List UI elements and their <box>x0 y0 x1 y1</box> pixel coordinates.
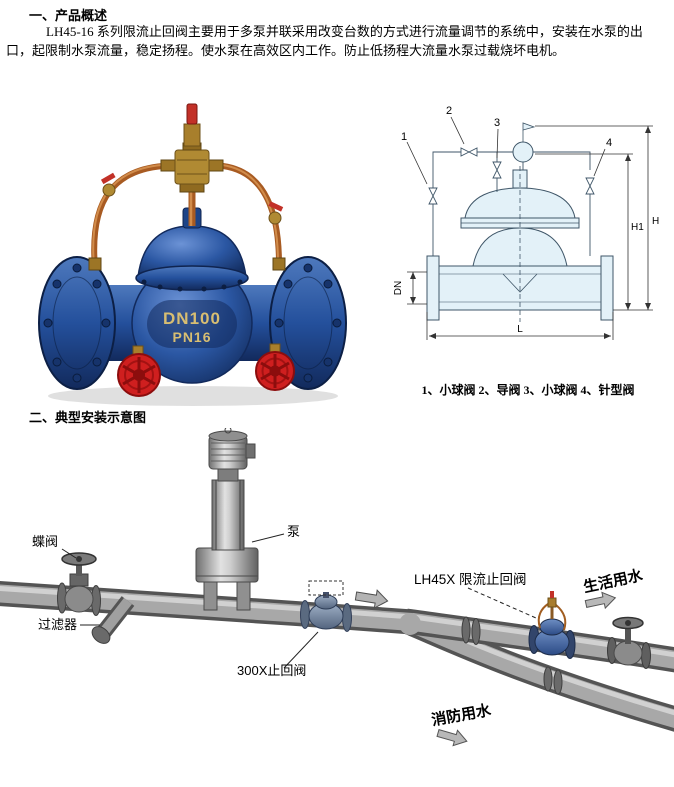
body-marking: DN100 PN16 <box>147 300 237 348</box>
pipe-joint-flanges <box>461 616 563 695</box>
overview-paragraph: LH45-16 系列限流止回阀主要用于多泵并联采用改变台数的方式进行流量调节的系… <box>6 24 643 58</box>
dimension-arrowheads <box>410 126 651 339</box>
valve-photo-figure: DN100 PN16 <box>25 78 363 410</box>
installation-illustration: 蝶阀 过滤器 泵 300X止回阀 LH45X 限流止回阀 生活用水 消防用水 <box>0 426 674 747</box>
pipe-fork-joint <box>399 613 421 635</box>
label-fire-water: 消防用水 <box>430 701 493 729</box>
valve-technical-drawing: 1 2 3 4 H1 <box>393 105 659 340</box>
installation-figure: 蝶阀 过滤器 泵 300X止回阀 LH45X 限流止回阀 生活用水 消防用水 <box>0 426 674 787</box>
lh45x-valve <box>528 591 576 659</box>
check-valve-300x <box>300 580 352 632</box>
left-flange <box>38 256 116 390</box>
pilot-valve <box>160 103 224 193</box>
dimension-lines <box>407 125 653 340</box>
label-strainer: 过滤器 <box>38 617 77 632</box>
dim-label-l: L <box>517 324 523 335</box>
right-shutoff-valve <box>607 616 651 669</box>
pipe-main <box>0 581 413 635</box>
dim-label-h: H <box>652 216 659 227</box>
valve-diagram-figure: 1 2 3 4 H1 <box>385 96 670 378</box>
diagram-caption: 1、小球阀 2、导阀 3、小球阀 4、针型阀 <box>421 383 635 397</box>
copper-pilot-piping <box>88 163 286 271</box>
dim-label-h1: H1 <box>631 222 644 233</box>
part-number-3: 3 <box>494 117 500 129</box>
valve-photo-illustration: DN100 PN16 <box>38 103 347 406</box>
pump <box>195 426 259 611</box>
part-number-1: 1 <box>401 131 407 143</box>
left-handwheel <box>117 345 161 397</box>
flow-arrow-domestic <box>584 591 617 610</box>
label-domestic-water: 生活用水 <box>582 566 645 596</box>
pilot-flag <box>522 122 536 131</box>
flow-arrow-main <box>354 589 389 609</box>
needle-valve-symbol-4 <box>585 177 595 195</box>
pilot-valve-symbol-2 <box>460 147 478 157</box>
part-number-4: 4 <box>606 137 612 149</box>
marking-pressure: PN16 <box>172 329 211 345</box>
dim-label-dn: DN <box>393 281 404 295</box>
section-title-installation: 二、典型安装示意图 <box>29 410 147 425</box>
label-pump: 泵 <box>287 524 300 539</box>
right-handwheel <box>255 343 295 391</box>
section-title-overview: 一、产品概述 <box>29 8 108 23</box>
label-flow-limit-valve: LH45X 限流止回阀 <box>414 572 527 587</box>
strainer <box>91 596 135 644</box>
diagram-pilot-tubing <box>432 151 591 256</box>
butterfly-valve <box>57 552 101 616</box>
part-number-2: 2 <box>446 105 452 117</box>
photo-shadow <box>48 386 338 406</box>
ball-valve-symbol-3 <box>492 161 502 179</box>
label-butterfly-valve: 蝶阀 <box>32 534 58 549</box>
ball-valve-symbol-1 <box>428 187 438 205</box>
label-leaders <box>61 533 537 669</box>
part-number-leaders <box>406 116 606 185</box>
label-check-valve: 300X止回阀 <box>237 663 306 678</box>
marking-size: DN100 <box>163 309 221 328</box>
right-flange <box>269 256 347 390</box>
diagram-internals <box>439 130 601 322</box>
flow-arrow-fire <box>436 729 468 747</box>
